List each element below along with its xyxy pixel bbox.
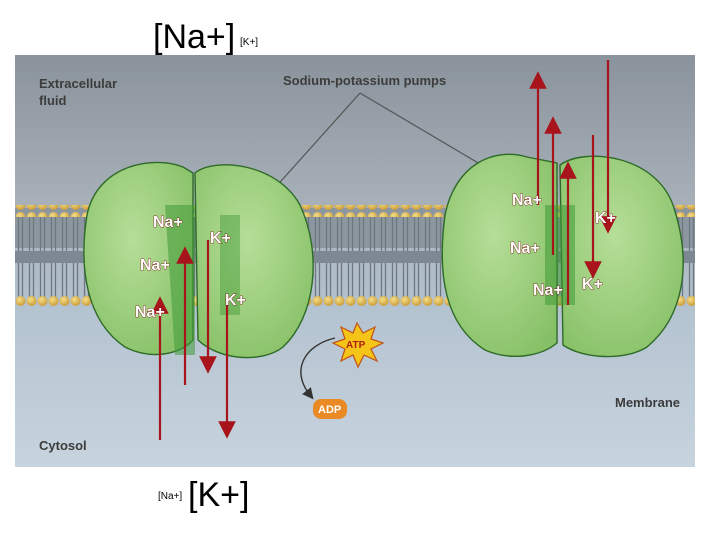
left-ion-k-1: K+ — [210, 230, 231, 247]
adp-pill: ADP — [313, 399, 347, 419]
pumps-label: Sodium-potassium pumps — [283, 73, 446, 88]
top-k-concentration: [K+] — [240, 38, 258, 48]
right-ion-k-2: K+ — [582, 276, 603, 293]
membrane-label: Membrane — [615, 395, 680, 410]
sodium-potassium-pump-diagram: Extracellular fluid Sodium-potassium pum… — [15, 55, 695, 467]
atp-label: ATP — [346, 340, 366, 351]
bottom-na-concentration: [Na+] — [158, 492, 182, 502]
right-ion-na-2: Na+ — [510, 240, 540, 257]
left-ion-na-2: Na+ — [140, 257, 170, 274]
right-pump — [442, 154, 683, 356]
bottom-k-concentration: [K+] — [188, 478, 249, 512]
left-pump — [84, 162, 313, 357]
left-ion-k-2: K+ — [225, 292, 246, 309]
extracellular-label-line1: Extracellular — [39, 76, 117, 91]
left-ion-na-3: Na+ — [135, 304, 165, 321]
right-ion-na-3: Na+ — [533, 282, 563, 299]
right-ion-k-1: K+ — [595, 210, 616, 227]
left-ion-na-1: Na+ — [153, 214, 183, 231]
extracellular-label-line2: fluid — [39, 93, 66, 108]
right-ion-na-1: Na+ — [512, 192, 542, 209]
adp-label: ADP — [318, 404, 341, 416]
top-na-concentration: [Na+] — [153, 20, 235, 54]
cytosol-label: Cytosol — [39, 438, 87, 453]
